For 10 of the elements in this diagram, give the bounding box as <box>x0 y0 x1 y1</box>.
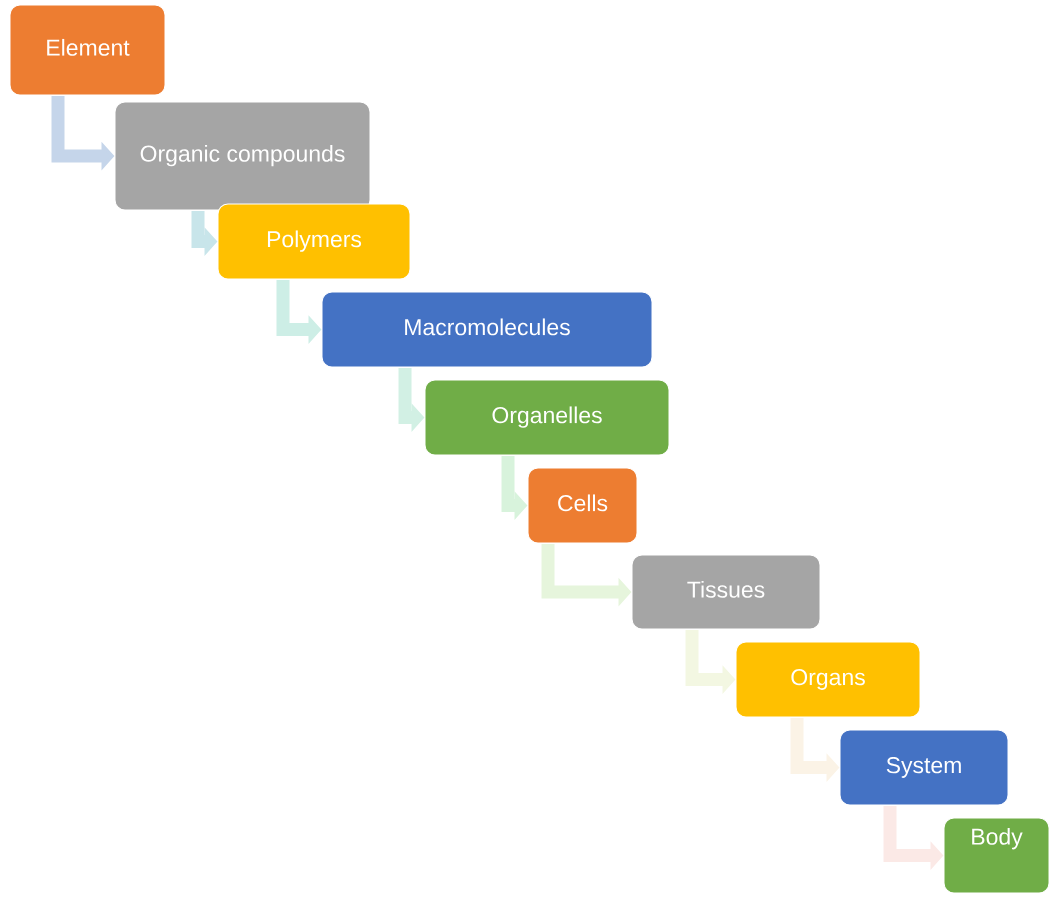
process-box: Cells <box>527 467 638 544</box>
process-box: Element <box>9 4 166 96</box>
process-box: System <box>839 729 1009 806</box>
process-box: Polymers <box>217 203 411 280</box>
process-box: Tissues <box>631 554 821 630</box>
process-box: Organelles <box>424 379 670 456</box>
process-box: Organic compounds <box>114 101 371 211</box>
process-box: Macromolecules <box>321 291 653 368</box>
process-box: Organs <box>735 641 921 718</box>
process-box: Body <box>943 817 1049 894</box>
